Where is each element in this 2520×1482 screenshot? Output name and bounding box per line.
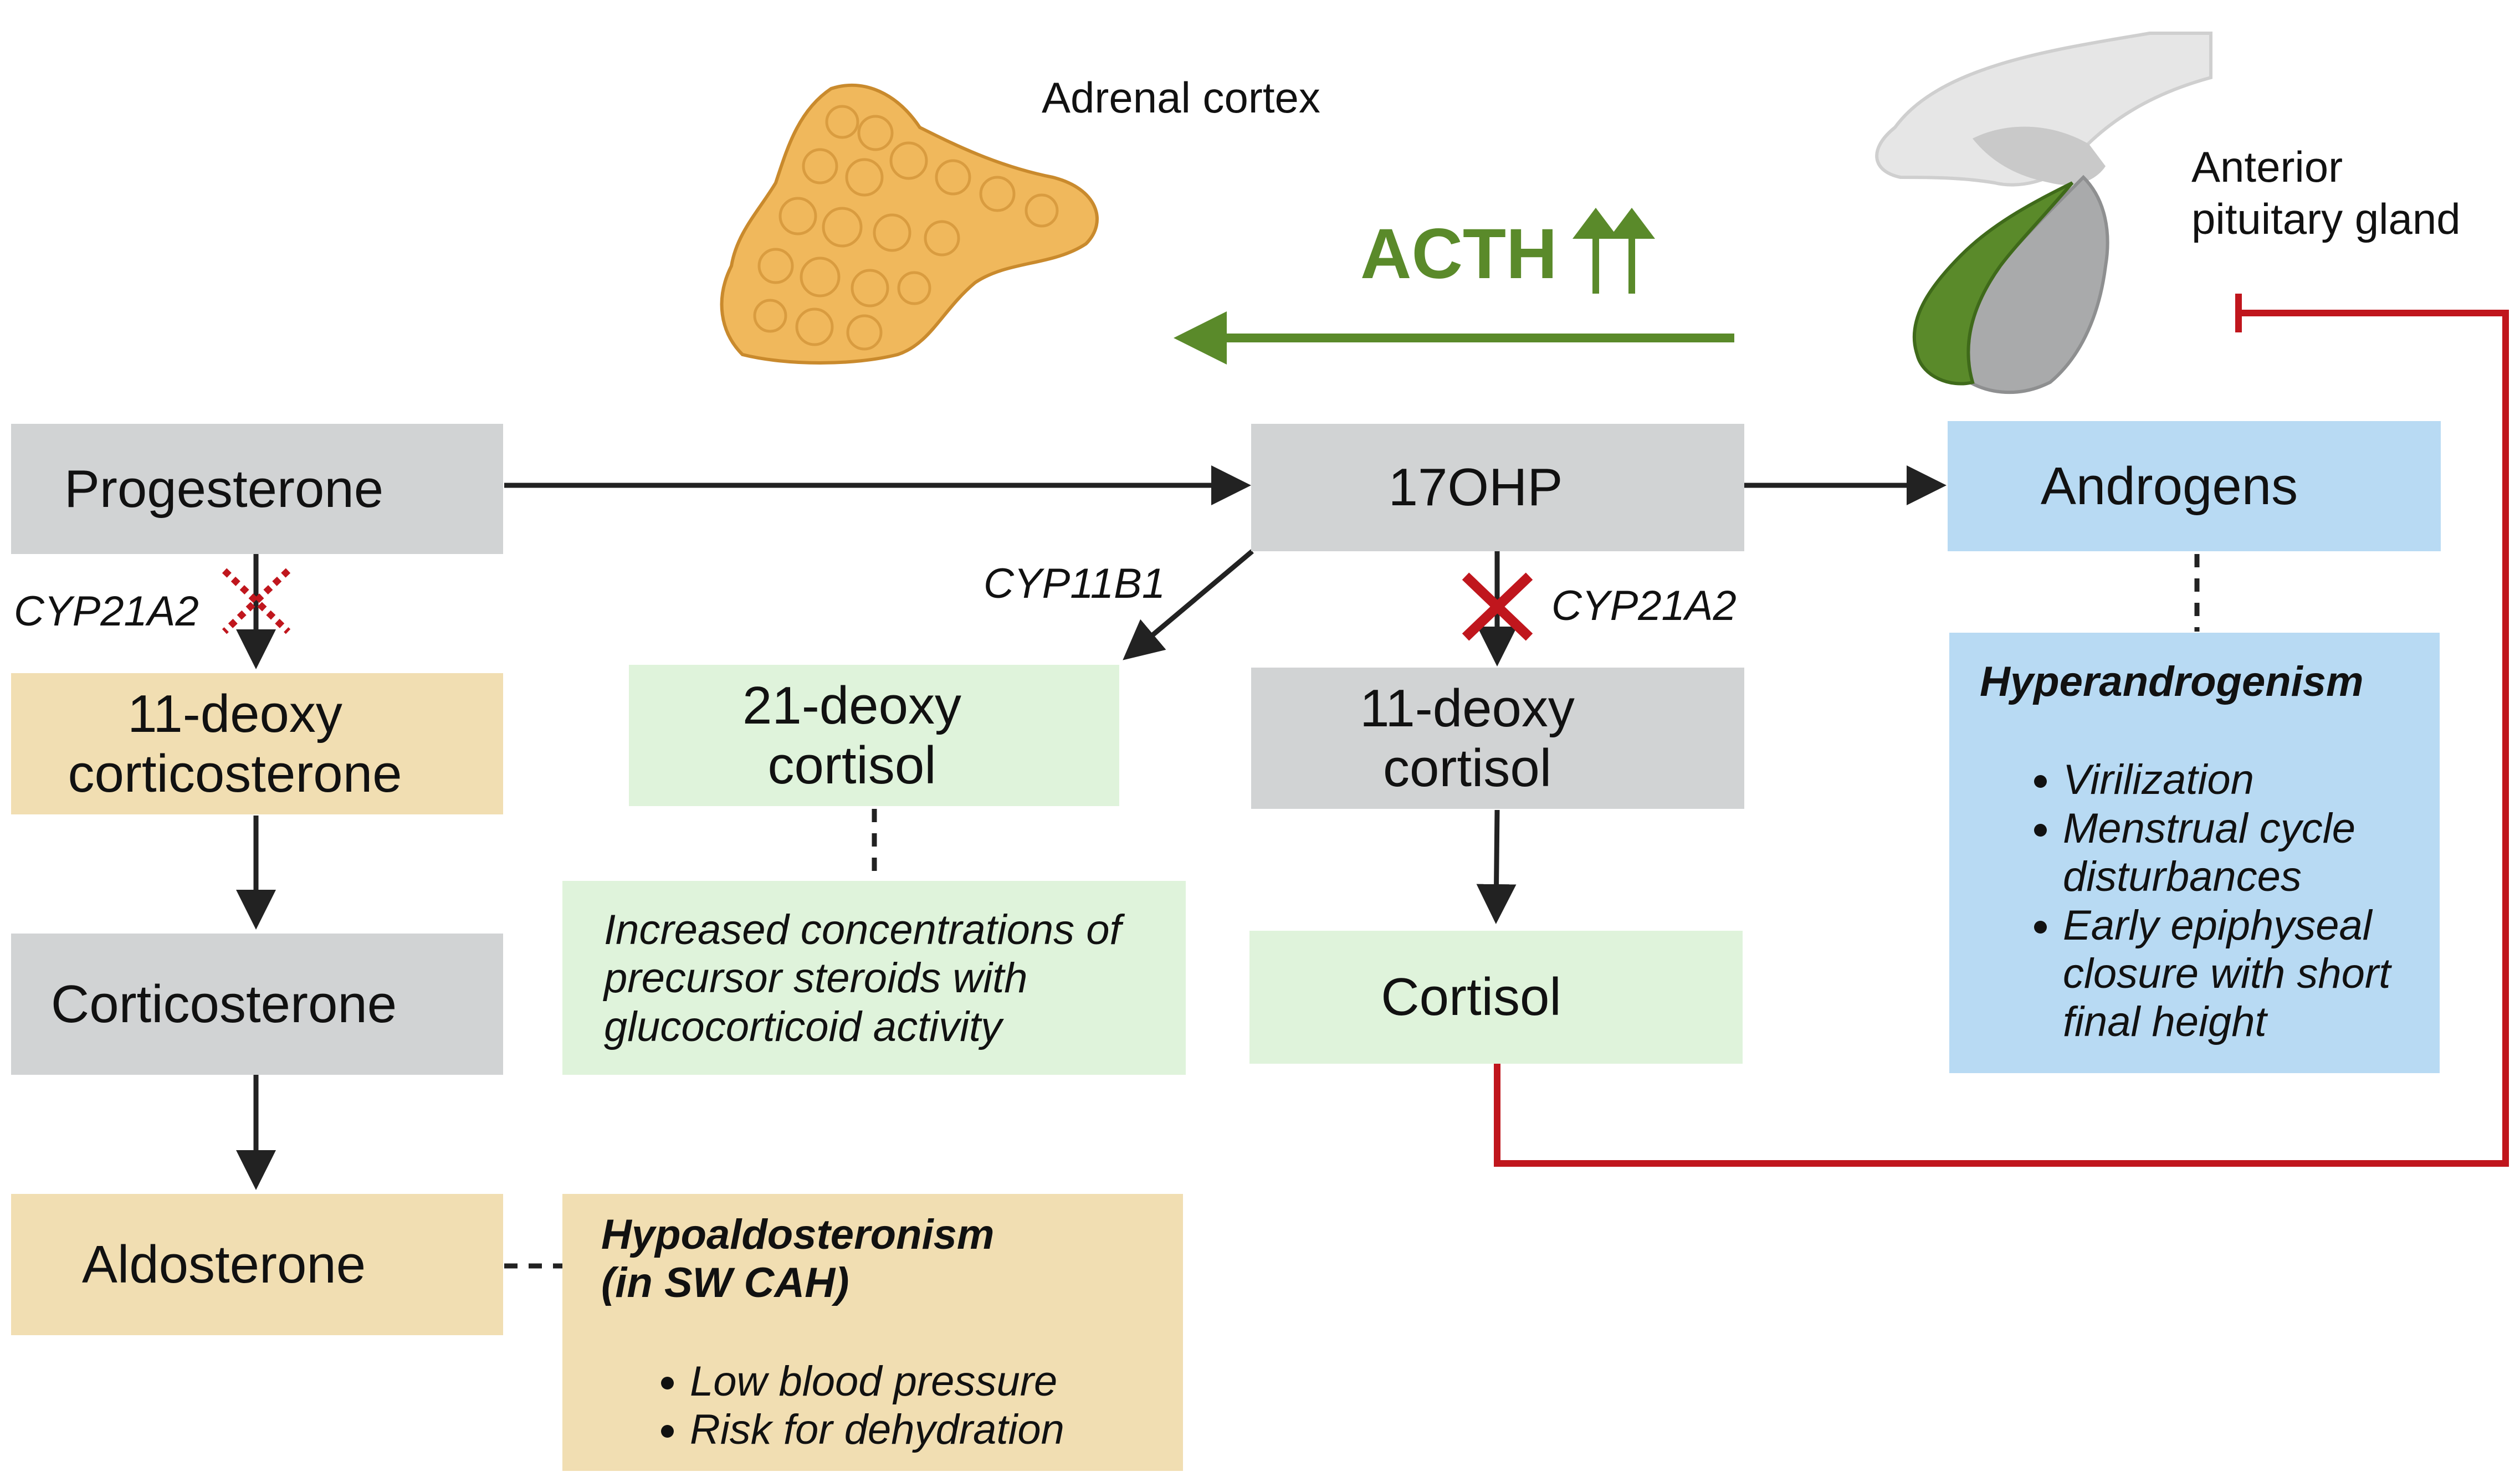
adrenal-cortex-illustration <box>720 83 1099 365</box>
pituitary-gland-illustration <box>1875 32 2212 394</box>
cortisol-box: Cortisol <box>1249 931 1743 1064</box>
hypoaldosteronism-subheading: (in SW CAH) <box>601 1259 849 1307</box>
acth-up-arrows-icon <box>1573 208 1655 294</box>
progesterone-label: Progesterone <box>64 459 384 519</box>
androgens-box: Androgens <box>1948 421 2441 551</box>
11deoxycortisol-box: 11-deoxy cortisol <box>1251 668 1744 809</box>
corticosterone-box: Corticosterone <box>11 934 503 1075</box>
anterior-pituitary-label: Anterior pituitary gland <box>2191 142 2461 243</box>
cortisol-label: Cortisol <box>1381 967 1561 1027</box>
list-item: Risk for dehydration <box>690 1406 1166 1454</box>
progesterone-box: Progesterone <box>11 424 503 554</box>
androgens-label: Androgens <box>2040 456 2298 516</box>
partial-enzyme-block-cross-icon <box>222 568 291 634</box>
hyperandrogenism-heading: Hyperandrogenism <box>1980 658 2364 705</box>
list-item: Virilization <box>2063 756 2423 804</box>
aldosterone-box: Aldosterone <box>11 1194 503 1335</box>
list-item: Menstrual cycle disturbances <box>2063 804 2423 901</box>
hypoaldosteronism-list: Low blood pressure Risk for dehydration <box>601 1357 1166 1454</box>
list-item: Early epiphyseal closure with short fina… <box>2063 901 2423 1047</box>
21deoxycortisol-label: 21-deoxy cortisol <box>742 675 961 795</box>
21deoxycortisol-box: 21-deoxy cortisol <box>629 665 1119 806</box>
cyp11b1-label: CYP11B1 <box>984 560 1166 607</box>
deoxycorticosterone-label: 11-deoxy corticosterone <box>68 684 402 803</box>
corticosterone-label: Corticosterone <box>50 974 397 1034</box>
hyperandrogenism-note: Hyperandrogenism Virilization Menstrual … <box>1949 633 2440 1073</box>
adrenal-cortex-label: Adrenal cortex <box>1042 73 1320 122</box>
glucocorticoid-note: Increased concentrations of precursor st… <box>562 881 1186 1075</box>
11deoxycortisol-label: 11-deoxy cortisol <box>1360 678 1575 798</box>
enzyme-block-cross-icon <box>1462 572 1533 641</box>
list-item: Low blood pressure <box>690 1357 1166 1406</box>
hypoaldosteronism-heading: Hypoaldosteronism <box>601 1211 995 1258</box>
17ohp-label: 17OHP <box>1388 458 1563 517</box>
17ohp-to-21deoxycortisol-arrow <box>1123 549 1254 660</box>
cyp21a2-right-label: CYP21A2 <box>1551 582 1737 629</box>
cortisol-negative-feedback-line <box>1494 310 2509 1167</box>
glucocorticoid-note-text: Increased concentrations of precursor st… <box>604 906 1121 1050</box>
aldosterone-label: Aldosterone <box>81 1234 366 1294</box>
cyp21a2-left-label: CYP21A2 <box>14 588 199 635</box>
11deoxycortisol-to-cortisol-arrow <box>1476 809 1517 924</box>
hyperandrogenism-list: Virilization Menstrual cycle disturbance… <box>1980 756 2423 1046</box>
17ohp-box: 17OHP <box>1251 424 1744 551</box>
deoxycorticosterone-box: 11-deoxy corticosterone <box>11 673 503 814</box>
hypoaldosteronism-note: Hypoaldosteronism (in SW CAH) Low blood … <box>562 1194 1183 1471</box>
acth-label: ACTH <box>1360 214 1558 294</box>
